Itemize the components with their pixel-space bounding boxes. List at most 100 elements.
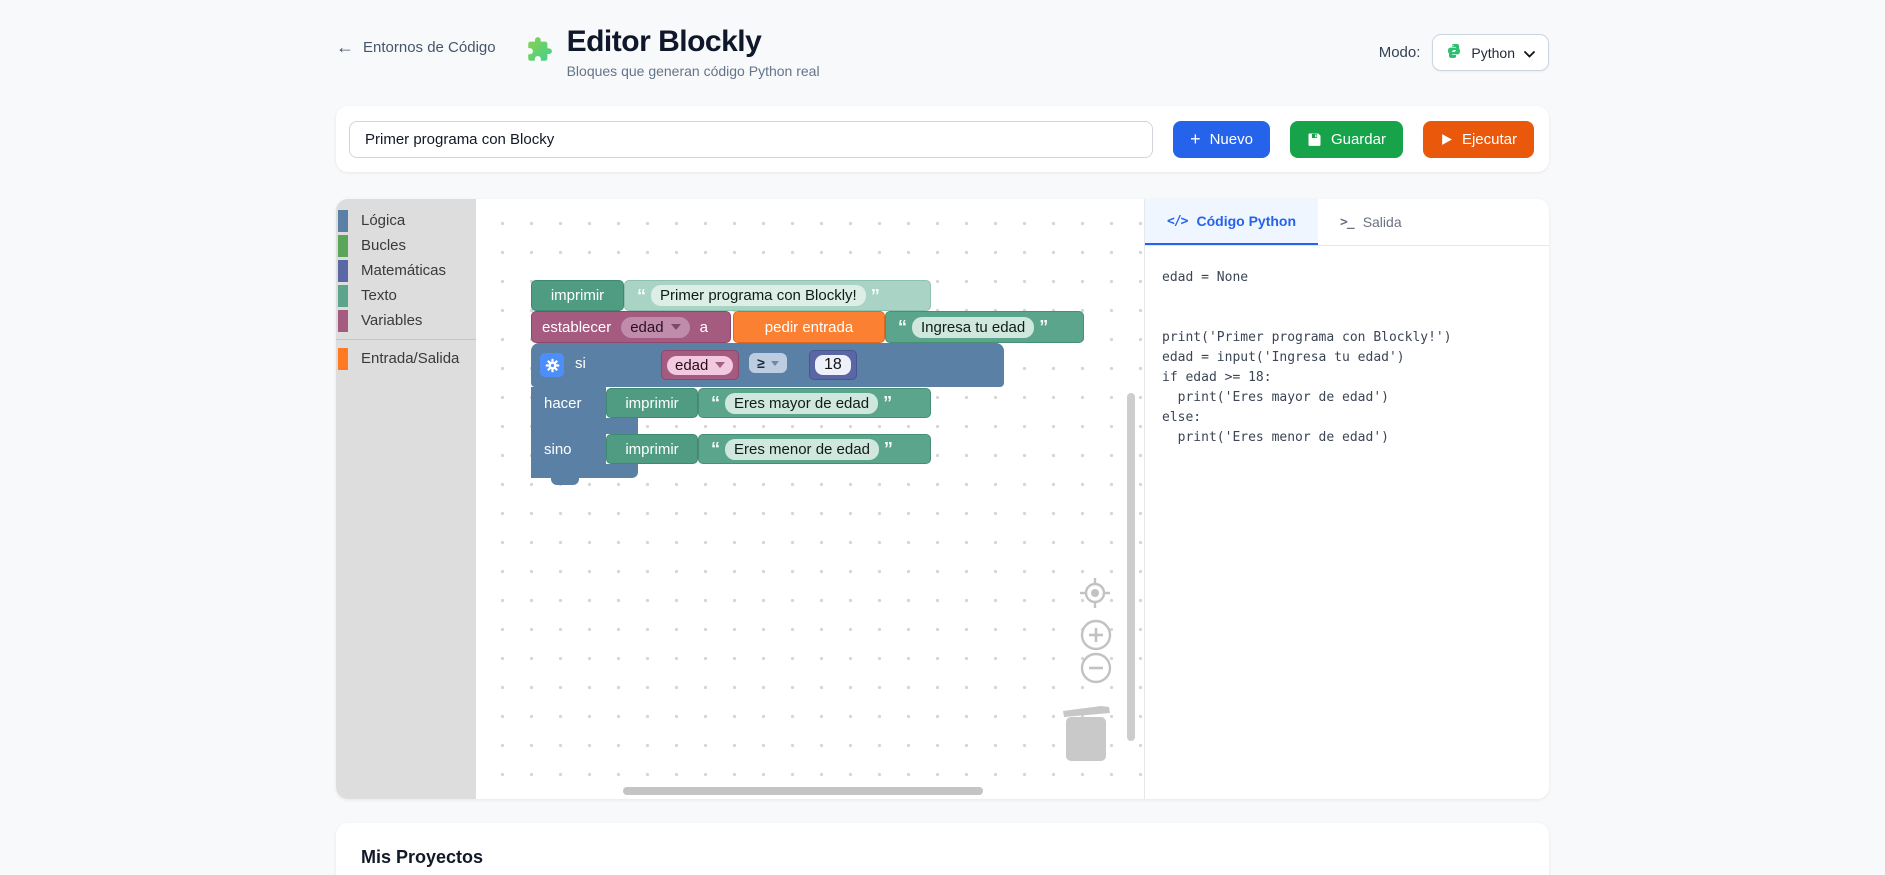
dropdown-caret-icon bbox=[770, 360, 779, 366]
target-icon bbox=[1091, 589, 1099, 597]
toolbox-category-matematicas[interactable]: Matemáticas bbox=[336, 258, 476, 283]
condition-variable-block[interactable]: edad bbox=[661, 350, 740, 380]
header: ← Entornos de Código Editor Blockly Bloq… bbox=[336, 0, 1549, 79]
dropdown-caret-icon bbox=[715, 362, 726, 368]
close-quote: ” bbox=[1039, 317, 1049, 337]
variable-name: edad bbox=[675, 356, 709, 374]
panel-tabbar: </> Código Python >_ Salida bbox=[1145, 199, 1549, 246]
text-field[interactable]: Eres menor de edad bbox=[725, 438, 879, 460]
save-icon bbox=[1307, 132, 1322, 147]
chevron-down-icon bbox=[1524, 45, 1535, 61]
close-quote: ” bbox=[883, 393, 893, 413]
block-text-shadow[interactable]: “ Primer programa con Blockly! ” bbox=[624, 280, 931, 311]
arrow-left-icon: ← bbox=[336, 37, 354, 57]
open-quote: “ bbox=[637, 285, 646, 306]
operator-value: ≥ bbox=[757, 355, 765, 371]
horizontal-scrollbar[interactable] bbox=[623, 787, 983, 795]
blockly-workspace[interactable]: imprimir “ Primer programa con Blockly! … bbox=[476, 199, 1144, 799]
comparison-operator-dropdown[interactable]: ≥ bbox=[749, 353, 787, 373]
new-button[interactable]: + Nuevo bbox=[1173, 120, 1270, 158]
zoom-reset-button[interactable] bbox=[1078, 576, 1112, 615]
category-color-bar bbox=[338, 347, 348, 370]
text-field[interactable]: Eres mayor de edad bbox=[725, 392, 879, 414]
page-subtitle: Bloques que generan código Python real bbox=[566, 63, 820, 79]
category-label: Bucles bbox=[361, 237, 407, 254]
toolbox-category-texto[interactable]: Texto bbox=[336, 283, 476, 308]
zoom-in-button[interactable] bbox=[1080, 619, 1112, 656]
block-print-do[interactable]: imprimir bbox=[606, 388, 698, 418]
block-if-header[interactable]: si edad ≥ 18 bbox=[531, 343, 1004, 387]
back-link-label: Entornos de Código bbox=[363, 38, 496, 56]
zoom-out-button[interactable] bbox=[1080, 652, 1112, 689]
condition-number-block[interactable]: 18 bbox=[809, 350, 857, 380]
plus-icon: + bbox=[1190, 129, 1201, 149]
new-button-label: Nuevo bbox=[1209, 130, 1253, 148]
variable-dropdown[interactable]: edad bbox=[621, 316, 690, 338]
projects-card: Mis Proyectos bbox=[336, 823, 1549, 875]
category-color-bar bbox=[338, 259, 348, 282]
category-color-bar bbox=[338, 234, 348, 257]
project-name-input[interactable] bbox=[349, 120, 1154, 158]
save-button-label: Guardar bbox=[1330, 130, 1386, 148]
text-field[interactable]: Ingresa tu edad bbox=[912, 316, 1035, 338]
puzzle-icon bbox=[526, 36, 553, 68]
toolbox-separator bbox=[336, 339, 476, 340]
open-quote: “ bbox=[711, 393, 720, 413]
title-block: Editor Blockly Bloques que generan códig… bbox=[567, 25, 820, 79]
variable-dropdown[interactable]: edad bbox=[667, 355, 734, 375]
trash-button[interactable] bbox=[1057, 701, 1115, 770]
block-text-do[interactable]: “ Eres mayor de edad ” bbox=[698, 388, 931, 418]
python-icon bbox=[1446, 43, 1462, 62]
toolbox-category-bucles[interactable]: Bucles bbox=[336, 233, 476, 258]
variable-name: edad bbox=[630, 318, 664, 336]
else-label: sino bbox=[544, 441, 572, 458]
page-title: Editor Blockly bbox=[566, 25, 762, 58]
block-text-else[interactable]: “ Eres menor de edad ” bbox=[698, 434, 931, 464]
tab-salida[interactable]: >_ Salida bbox=[1318, 199, 1424, 245]
block-text-prompt[interactable]: “ Ingresa tu edad ” bbox=[885, 311, 1084, 343]
toolbox: Lógica Bucles Matemáticas Texto Variable… bbox=[336, 199, 476, 799]
category-label: Entrada/Salida bbox=[361, 350, 460, 367]
python-code-view: edad = None print('Primer programa con B… bbox=[1162, 270, 1452, 445]
toolbox-category-variables[interactable]: Variables bbox=[336, 308, 476, 333]
gear-icon[interactable] bbox=[540, 353, 564, 377]
toolbox-category-entrada-salida[interactable]: Entrada/Salida bbox=[336, 346, 476, 371]
code-panel: </> Código Python >_ Salida edad = None … bbox=[1144, 199, 1549, 799]
category-color-bar bbox=[338, 284, 348, 307]
block-label: a bbox=[699, 318, 708, 336]
block-ask-input[interactable]: pedir entrada bbox=[733, 311, 885, 343]
tab-codigo-python[interactable]: </> Código Python bbox=[1145, 199, 1319, 245]
block-set-variable[interactable]: establecer edad a bbox=[531, 311, 731, 343]
close-quote: ” bbox=[870, 285, 880, 306]
category-label: Matemáticas bbox=[361, 262, 447, 279]
block-if-bottom-tab[interactable] bbox=[551, 478, 579, 485]
number-field[interactable]: 18 bbox=[815, 355, 851, 375]
page-container: ← Entornos de Código Editor Blockly Bloq… bbox=[336, 0, 1549, 875]
save-button[interactable]: Guardar bbox=[1289, 120, 1403, 158]
back-link[interactable]: ← Entornos de Código bbox=[336, 38, 496, 56]
tab-label: Salida bbox=[1362, 214, 1402, 230]
toolbox-category-logica[interactable]: Lógica bbox=[336, 208, 476, 233]
terminal-icon: >_ bbox=[1340, 214, 1355, 230]
block-print-title[interactable]: imprimir bbox=[531, 280, 624, 311]
text-field[interactable]: Primer programa con Blockly! bbox=[651, 285, 866, 306]
vertical-scrollbar[interactable] bbox=[1127, 393, 1135, 741]
block-label: establecer bbox=[542, 318, 612, 336]
block-if-foot[interactable] bbox=[531, 464, 638, 478]
open-quote: “ bbox=[898, 317, 907, 337]
mode-control: Modo: Python bbox=[1379, 34, 1549, 71]
block-print-else[interactable]: imprimir bbox=[606, 434, 698, 464]
project-toolbar: + Nuevo Guardar Ejecutar bbox=[336, 106, 1549, 172]
block-label: imprimir bbox=[625, 440, 679, 458]
trash-icon bbox=[1063, 706, 1110, 761]
do-label: hacer bbox=[544, 395, 582, 412]
block-label: imprimir bbox=[550, 287, 605, 304]
run-button[interactable]: Ejecutar bbox=[1422, 120, 1534, 158]
if-label: si bbox=[575, 355, 586, 372]
mode-select[interactable]: Python bbox=[1432, 34, 1549, 71]
mode-value: Python bbox=[1471, 44, 1515, 61]
category-label: Lógica bbox=[361, 212, 406, 229]
block-if-midband[interactable] bbox=[531, 418, 638, 434]
projects-title: Mis Proyectos bbox=[361, 847, 484, 867]
category-label: Texto bbox=[361, 287, 397, 304]
